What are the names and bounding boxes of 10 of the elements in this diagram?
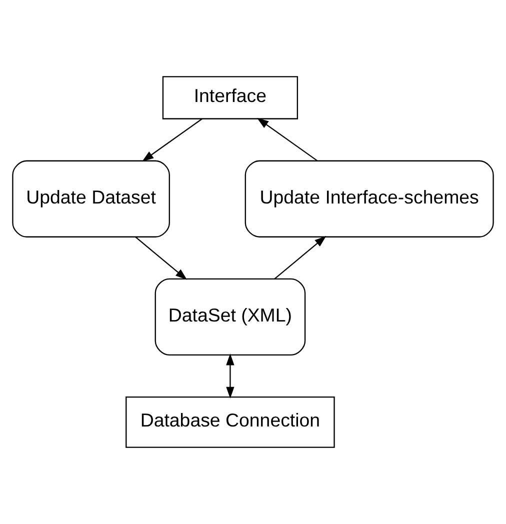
arrow — [135, 236, 188, 280]
node-box: Update Interface-schemes — [244, 160, 494, 238]
arrow — [274, 236, 326, 280]
arrow — [226, 354, 234, 399]
arrow — [142, 118, 202, 162]
node-box: Update Dataset — [12, 160, 170, 238]
node-box: DataSet (XML) — [154, 278, 306, 356]
node-box: Interface — [162, 76, 298, 120]
node-box: Database Connection — [126, 396, 335, 448]
arrow — [256, 118, 318, 162]
